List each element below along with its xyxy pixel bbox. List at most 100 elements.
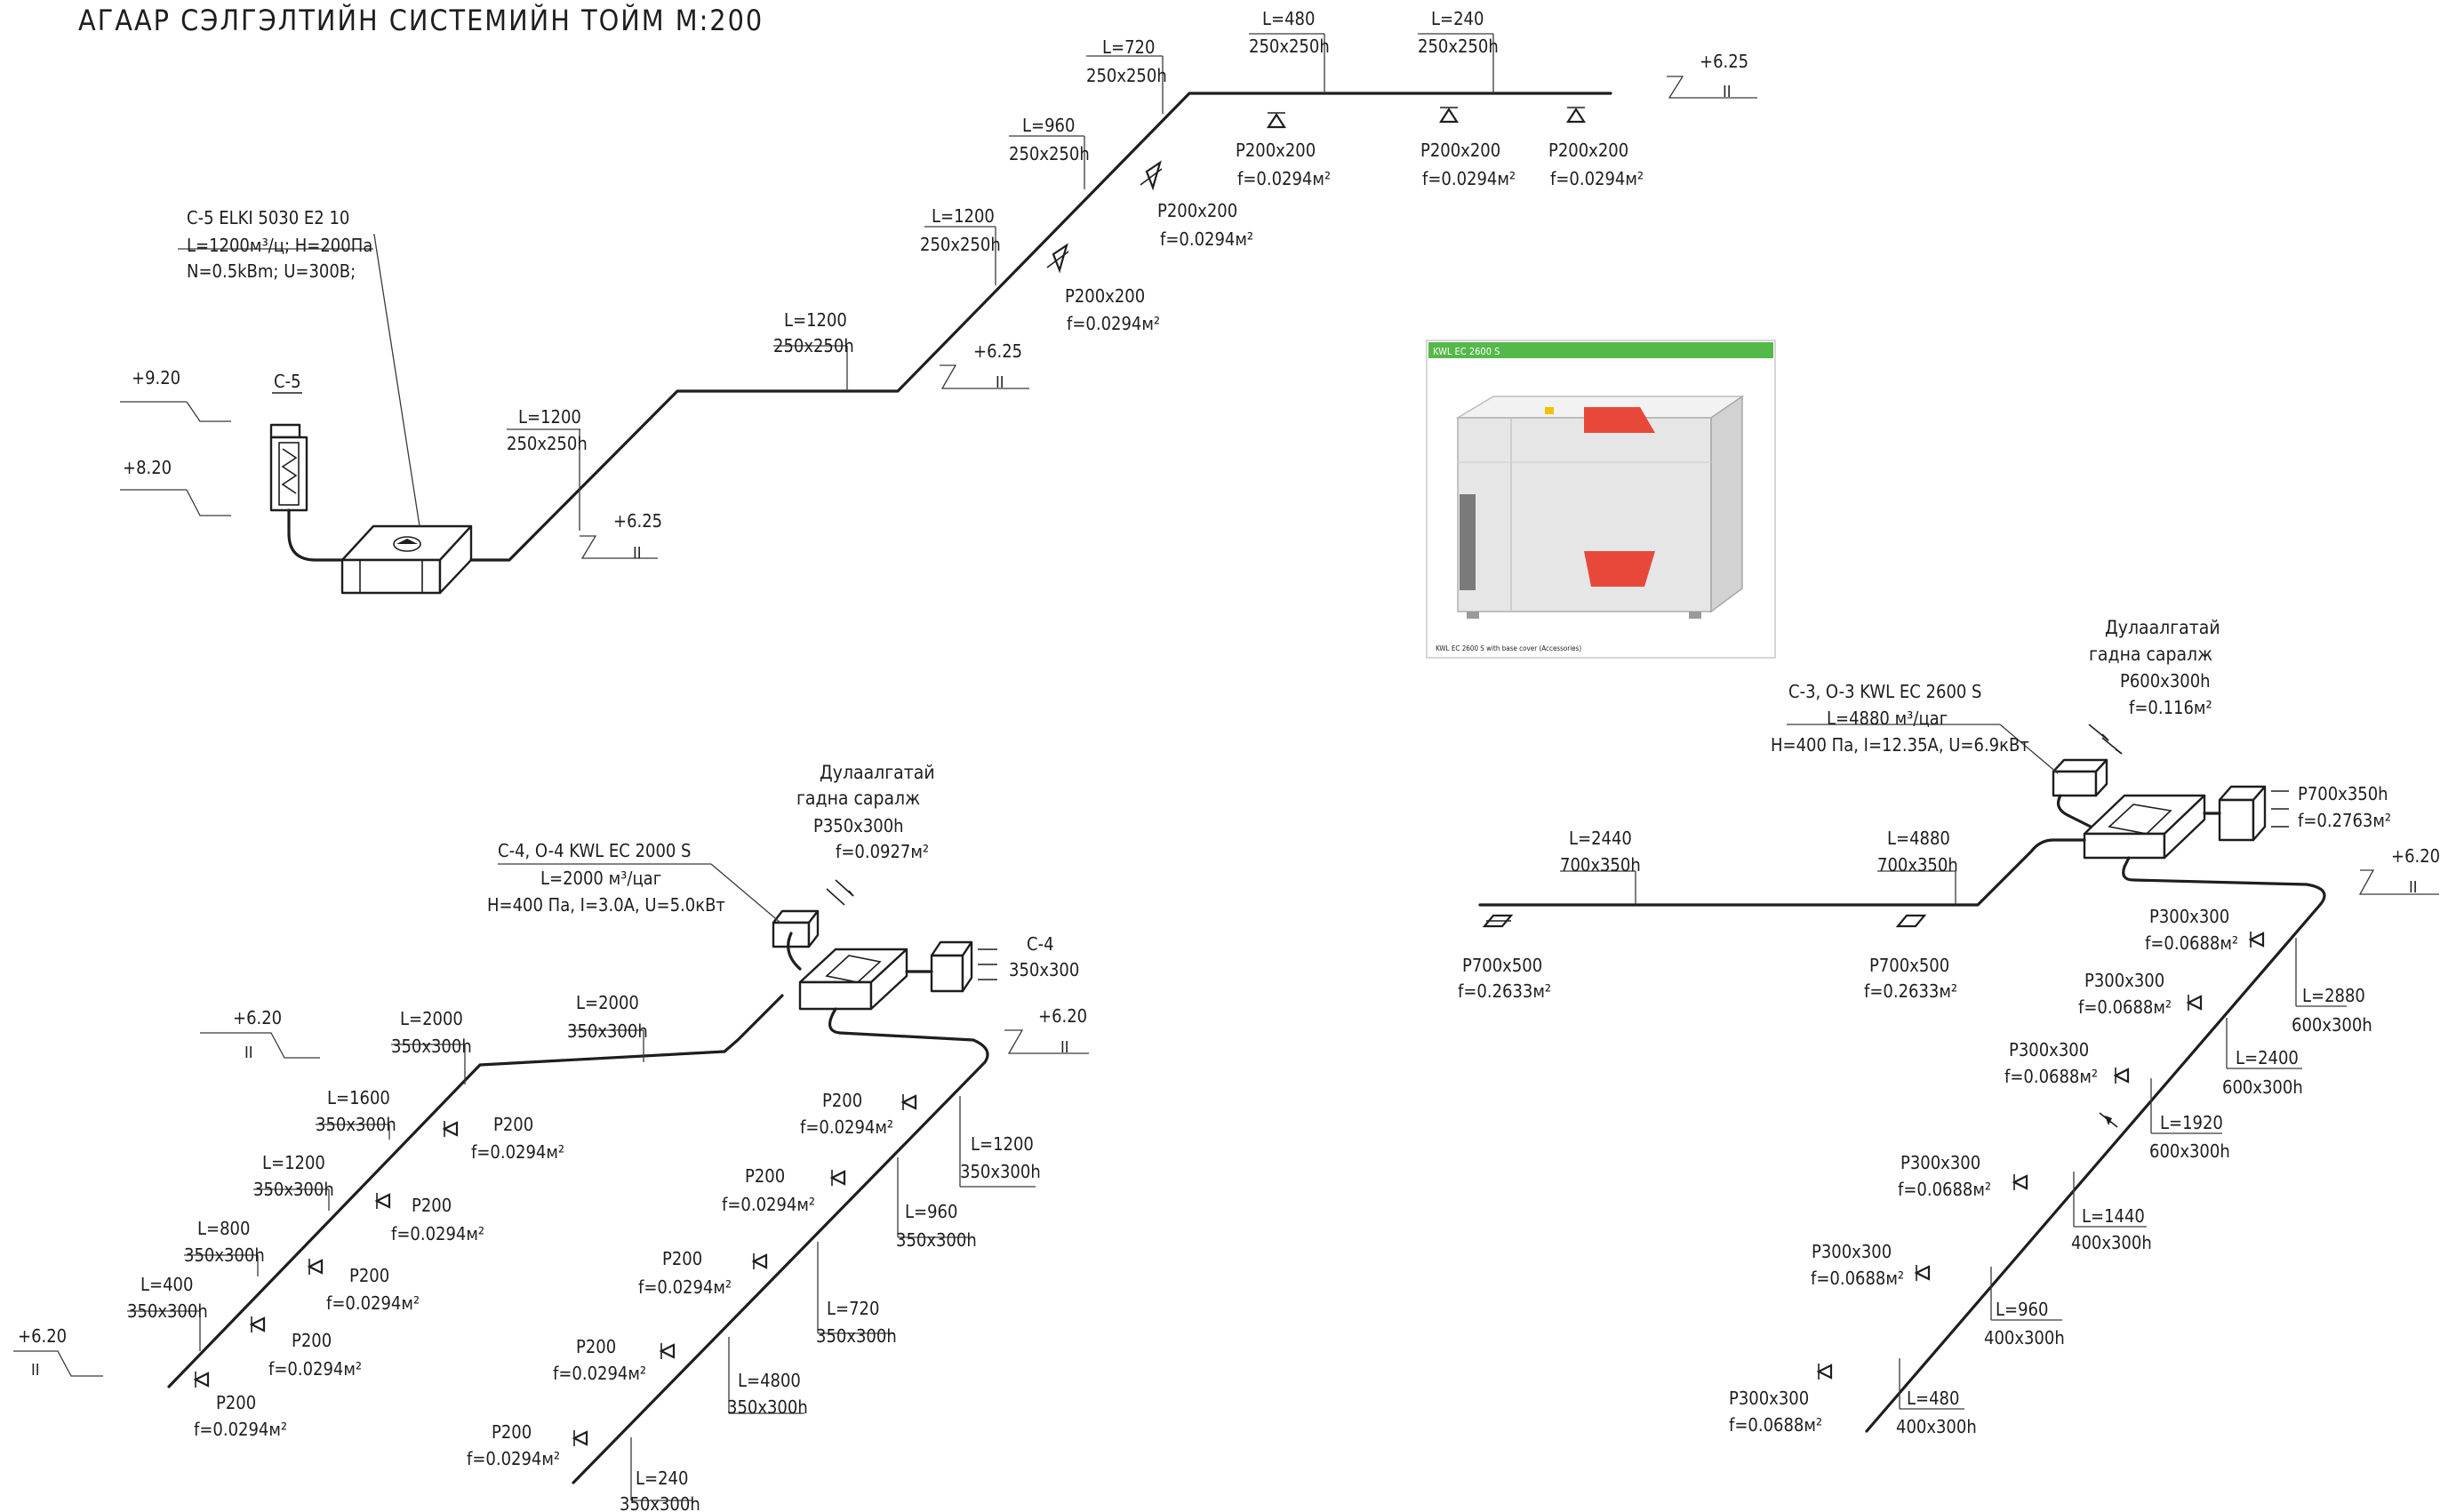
c4-right-duct-3-size: 350x300h <box>816 1325 897 1347</box>
c4-level-c-mark: II <box>31 1361 40 1380</box>
c4-left-duct-2-length: L=2000 <box>576 992 639 1013</box>
c3-intake-title-2: гадна саралж <box>2089 644 2212 665</box>
c4-left-grille-4-size: P200 <box>292 1330 332 1351</box>
c5-level-920: +9.20 <box>132 367 180 388</box>
system-c4: C-4, O-4 KWL EC 2000 S L=2000 м³/цаг H=4… <box>13 762 1089 1512</box>
c4-right-duct <box>572 1007 989 1484</box>
c5-grille-2-size: P200x200 <box>1157 200 1237 221</box>
c4-left-duct-6-size: 350x300h <box>127 1300 208 1322</box>
c5-grille-5-area: f=0.0294м² <box>1550 168 1644 189</box>
c3-d-duct-5-length: L=960 <box>1996 1299 2048 1320</box>
photo-header-text: KWL EC 2600 S <box>1433 346 1500 357</box>
c5-grille-1-area: f=0.0294м² <box>1067 313 1160 334</box>
c5-level-625-b-mark: II <box>996 373 1004 392</box>
c4-right-duct-2-size: 350x300h <box>896 1229 977 1251</box>
c4-right-grille-1-size: P200 <box>822 1090 862 1111</box>
c4-left-grille-5 <box>193 1372 210 1388</box>
c3-d-duct-3-length: L=1920 <box>2160 1112 2223 1133</box>
c5-duct-4-length: L=960 <box>1022 115 1075 136</box>
c4-left-duct-5-length: L=800 <box>197 1218 250 1239</box>
c4-left-duct-3-size: 350x300h <box>316 1114 396 1135</box>
c5-duct-5-size: 250x250h <box>1086 65 1167 86</box>
c5-main-duct <box>469 92 1612 562</box>
c3-spec-1: C-3, O-3 KWL EC 2600 S <box>1788 681 1981 702</box>
c4-right-duct-2-length: L=960 <box>905 1201 957 1222</box>
system-c5: C-5 <box>120 8 1757 595</box>
c3-diagonal-duct <box>1865 856 2326 1433</box>
c3-h-grille-2-size: P700x500 <box>1869 955 1949 976</box>
ventilation-unit-image <box>1455 395 1745 619</box>
c4-left-duct-4-size: 350x300h <box>253 1179 334 1200</box>
system-c3: C-3, O-3 KWL EC 2600 S L=4880 м³/цаг H=4… <box>1458 617 2440 1437</box>
c3-d-duct-3-size: 600x300h <box>2149 1140 2230 1162</box>
c3-outlet-box <box>2218 785 2289 842</box>
c3-diagonal-grille-2 <box>2186 995 2203 1011</box>
c4-level-b: +6.20 <box>1038 1005 1087 1027</box>
c3-horizontal-grille-1 <box>1482 914 1514 928</box>
c5-grille-3-size: P200x200 <box>1236 140 1316 161</box>
c3-level-mark: II <box>2409 878 2418 897</box>
c5-spec-1: C-5 ELKI 5030 E2 10 <box>187 207 349 228</box>
c3-h-grille-1-size: P700x500 <box>1462 955 1542 976</box>
c3-d-grille-1-area: f=0.0688м² <box>2145 932 2238 954</box>
c4-right-grille-5-size: P200 <box>492 1421 532 1443</box>
c4-left-grille-5-size: P200 <box>216 1392 256 1413</box>
c4-intake-title-2: гадна саралж <box>796 788 920 809</box>
c5-level-625-a-mark: II <box>633 544 642 563</box>
c3-diagonal-grille-5 <box>1914 1265 1931 1281</box>
c3-h-duct-2-size: 700x350h <box>1877 854 1958 876</box>
c5-level-820: +8.20 <box>123 457 172 478</box>
c4-left-grille-1 <box>442 1121 459 1137</box>
c4-left-duct-1-length: L=2000 <box>400 1008 463 1029</box>
c4-spec-2: L=2000 м³/цаг <box>540 868 661 889</box>
c5-grille-1 <box>1046 243 1069 274</box>
c3-h-grille-1-area: f=0.2633м² <box>1458 980 1551 1002</box>
c3-h-duct-1-size: 700x350h <box>1560 854 1641 876</box>
wall-fan-unit <box>269 436 308 512</box>
c4-right-duct-4-size: 350x300h <box>727 1396 808 1418</box>
c5-unit-label: C-5 <box>274 371 301 392</box>
c4-spec-3: H=400 Па, I=3.0A, U=5.0кВт <box>487 894 725 916</box>
unit-photo: KWL EC 2600 S KWL EC 2600 S with base co… <box>1426 340 1776 659</box>
c5-duct-wall <box>287 508 344 562</box>
c4-right-grille-5 <box>572 1430 588 1446</box>
c4-right-grille-4 <box>659 1343 676 1359</box>
c4-right-grille-1-area: f=0.0294м² <box>800 1116 893 1138</box>
c4-right-grille-3 <box>751 1253 768 1269</box>
c4-right-grille-1 <box>900 1094 917 1110</box>
c4-left-grille-2-area: f=0.0294м² <box>391 1223 484 1244</box>
photo-caption: KWL EC 2600 S with base cover (Accessori… <box>1436 644 1581 652</box>
c4-right-grille-4-size: P200 <box>576 1336 616 1357</box>
c4-level-a-mark: II <box>244 1044 253 1062</box>
c3-h-duct-2-length: L=4880 <box>1887 828 1950 849</box>
c3-d-duct-5-size: 400x300h <box>1984 1327 2065 1348</box>
c5-spec-2: L=1200м³/ц; H=200Па <box>187 235 372 256</box>
c3-horizontal-grille-2 <box>1895 914 1927 928</box>
c4-supply-size: 350x300 <box>1009 959 1079 980</box>
c5-duct-6-length: L=480 <box>1262 8 1315 29</box>
c3-d-grille-3-size: P300x300 <box>2009 1039 2089 1060</box>
c5-level-625-b: +6.25 <box>973 340 1022 362</box>
c5-grille-4-size: P200x200 <box>1420 140 1500 161</box>
c3-d-duct-6-length: L=480 <box>1907 1388 1959 1409</box>
c3-horizontal-duct <box>1478 838 2086 907</box>
c3-intake-area: f=0.116м² <box>2129 697 2212 718</box>
c3-h-duct-1-length: L=2440 <box>1569 828 1632 849</box>
c4-intake-title-1: Дулаалгатай <box>820 762 935 783</box>
c4-right-duct-1-length: L=1200 <box>971 1133 1034 1155</box>
c3-d-grille-5-size: P300x300 <box>1812 1241 1892 1262</box>
c4-left-grille-2-size: P200 <box>412 1195 452 1216</box>
c5-grille-4-area: f=0.0294м² <box>1422 168 1516 189</box>
c3-outlet-area: f=0.2763м² <box>2298 810 2391 831</box>
c4-left-grille-1-size: P200 <box>493 1114 533 1135</box>
c4-outlet-box <box>930 940 997 993</box>
c3-d-duct-2-length: L=2400 <box>2236 1047 2299 1068</box>
c3-damper <box>2099 1112 2118 1128</box>
c3-intake-size: P600x300h <box>2120 670 2211 692</box>
c4-right-grille-4-area: f=0.0294м² <box>553 1363 646 1384</box>
c3-d-duct-2-size: 600x300h <box>2222 1076 2303 1098</box>
c3-d-grille-1-size: P300x300 <box>2149 906 2229 927</box>
c5-duct-7-length: L=240 <box>1431 8 1484 29</box>
c3-d-duct-4-size: 400x300h <box>2071 1232 2152 1253</box>
c4-right-grille-3-size: P200 <box>662 1248 702 1269</box>
